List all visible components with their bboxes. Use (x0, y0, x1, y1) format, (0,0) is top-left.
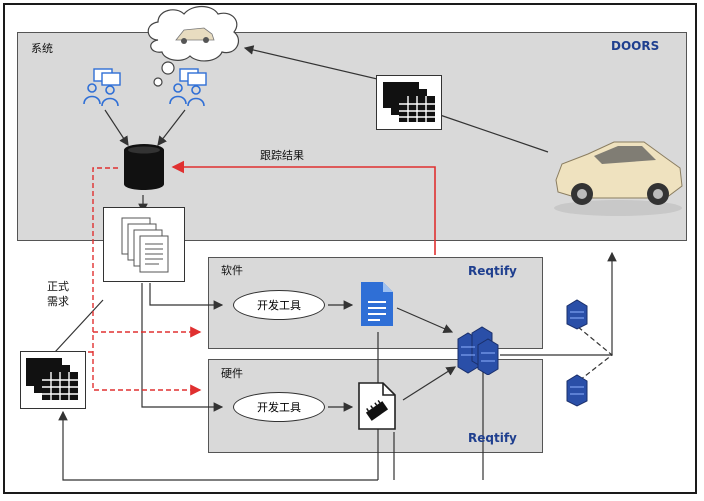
server-icon-upper (566, 299, 588, 330)
bottom-return-line (58, 410, 378, 481)
server-link-dashed (571, 321, 613, 381)
document-stack-icon (121, 217, 169, 273)
diagram-frame (3, 3, 697, 494)
formal-requirements-line1: 正式 (47, 280, 69, 293)
users-group-icon (83, 68, 121, 107)
software-dev-tool-label: 开发工具 (257, 299, 301, 312)
system-table-box (376, 75, 442, 130)
docs-to-hardware-line (141, 283, 224, 412)
users-to-db-arrow-right (157, 109, 186, 146)
hardware-dev-tool: 开发工具 (233, 392, 325, 422)
hardware-dev-tool-label: 开发工具 (257, 401, 301, 414)
trace-dashed-to-db (92, 167, 202, 396)
database-icon (124, 144, 164, 190)
hardware-reqtify-label: Reqtify (468, 431, 517, 445)
doors-label: DOORS (611, 39, 660, 53)
hardware-label: 硬件 (221, 367, 243, 380)
software-label: 软件 (221, 264, 243, 277)
car-icon (554, 141, 683, 216)
hwdoc-to-server-arrow (402, 366, 457, 401)
trace-result-label: 跟踪结果 (260, 149, 304, 162)
cloud-car-icon (175, 27, 215, 44)
car-to-table-line (439, 114, 549, 153)
formal-to-docs-line (54, 299, 104, 353)
software-reqtify-label: Reqtify (468, 264, 517, 278)
users-group-icon-2 (169, 68, 207, 107)
server-cluster-icon (457, 326, 499, 375)
formal-requirements-table-box (20, 351, 86, 409)
server-icon-lower (566, 374, 588, 407)
docs-to-software-line (149, 283, 224, 310)
formal-requirements-line2: 需求 (47, 295, 69, 308)
hardware-document-icon (358, 382, 396, 430)
trace-result-arrow (171, 160, 436, 255)
document-stack-box (103, 207, 185, 282)
formal-table-grid-icon (26, 358, 78, 400)
thought-cloud-icon (147, 5, 239, 87)
table-grid-icon (383, 82, 435, 122)
software-dev-tool: 开发工具 (233, 290, 325, 320)
doc-to-server-arrow (396, 307, 454, 334)
users-to-db-arrow-left (104, 109, 129, 147)
system-label: 系统 (31, 42, 53, 55)
table-to-cloud-arrow (243, 45, 391, 83)
blue-document-icon (361, 282, 393, 326)
